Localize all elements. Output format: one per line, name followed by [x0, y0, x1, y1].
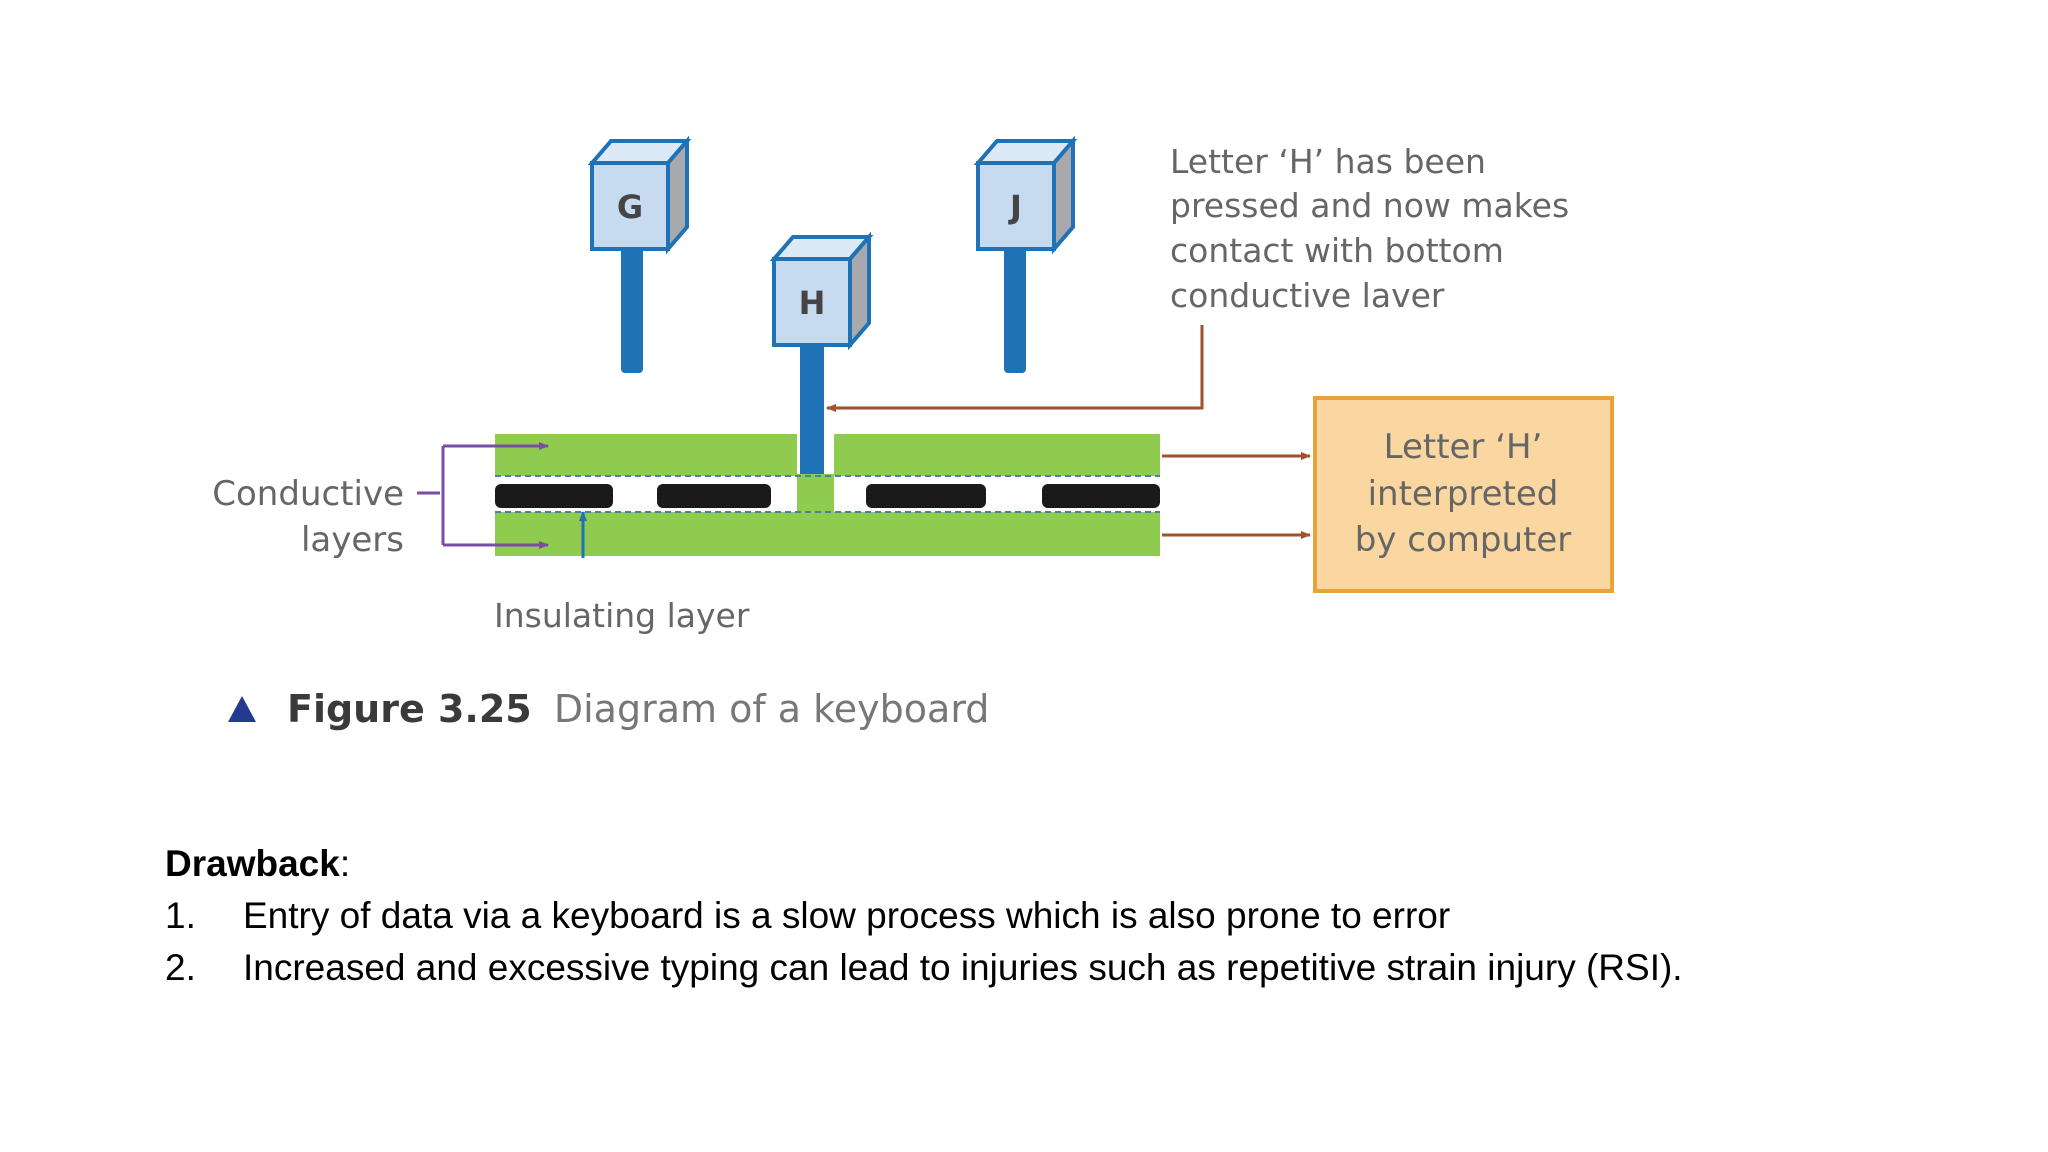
- list-item-text: Increased and excessive typing can lead …: [243, 947, 1683, 988]
- key-stem-g: [621, 245, 643, 373]
- annotation-line-2: pressed and now makes: [1170, 186, 1569, 225]
- top-conductive-layer-right: [834, 434, 1160, 476]
- list-item-text: Entry of data via a keyboard is a slow p…: [243, 895, 1451, 936]
- top-conductive-layer-left: [495, 434, 797, 476]
- output-line-1: Letter ‘H’: [1384, 427, 1543, 467]
- drawback-list: 1. Entry of data via a keyboard is a slo…: [165, 890, 1985, 994]
- list-item: 1. Entry of data via a keyboard is a slo…: [165, 890, 1985, 942]
- pressed-annotation-arrow: [826, 325, 1204, 412]
- caption: Figure 3.25 Diagram of a keyboard: [287, 687, 989, 731]
- drawback-heading-label: Drawback: [165, 843, 340, 884]
- insulator-block-1: [495, 484, 613, 508]
- conductive-layers-label: Conductive layers: [212, 474, 404, 560]
- output-box: Letter ‘H’ interpreted by computer: [1313, 396, 1614, 593]
- caption-number: Figure 3.25: [287, 687, 532, 731]
- list-item-number: 1.: [165, 895, 196, 936]
- key-letter-j: J: [1008, 188, 1022, 226]
- key-letter-h: H: [799, 284, 826, 322]
- conductive-label-line-2: layers: [301, 520, 404, 560]
- output-line-3: by computer: [1355, 520, 1572, 560]
- key-h: H: [769, 231, 874, 351]
- key-letter-g: G: [617, 188, 643, 226]
- list-item: 2. Increased and excessive typing can le…: [165, 942, 1985, 994]
- annotation-line-4: conductive laver: [1170, 276, 1445, 315]
- key-g: G: [587, 135, 692, 255]
- insulator-block-2: [657, 484, 771, 508]
- drawback-section: Drawback: 1. Entry of data via a keyboar…: [165, 838, 1985, 994]
- contact-point: [797, 474, 834, 514]
- caption-triangle-icon: [228, 696, 256, 722]
- caption-text: Diagram of a keyboard: [554, 687, 990, 731]
- insulating-layer-label: Insulating layer: [494, 596, 750, 635]
- list-item-number: 2.: [165, 947, 196, 988]
- conductive-bracket: [417, 442, 549, 549]
- key-j: J: [973, 135, 1078, 255]
- conductive-label-line-1: Conductive: [212, 474, 404, 514]
- drawback-heading-colon: :: [339, 843, 351, 884]
- pressed-annotation: Letter ‘H’ has been pressed and now make…: [1170, 142, 1569, 315]
- bottom-conductive-layer: [495, 512, 1160, 556]
- keyboard-membrane: [495, 434, 1160, 556]
- insulator-block-4: [1042, 484, 1160, 508]
- output-line-2: interpreted: [1368, 474, 1559, 514]
- drawback-heading: Drawback:: [165, 838, 1985, 890]
- key-stem-h: [800, 345, 824, 475]
- figure-caption: Figure 3.25 Diagram of a keyboard: [228, 687, 989, 731]
- annotation-line-1: Letter ‘H’ has been: [1170, 142, 1486, 181]
- insulator-block-3: [866, 484, 986, 508]
- key-stem-j: [1004, 245, 1026, 373]
- annotation-line-3: contact with bottom: [1170, 231, 1504, 270]
